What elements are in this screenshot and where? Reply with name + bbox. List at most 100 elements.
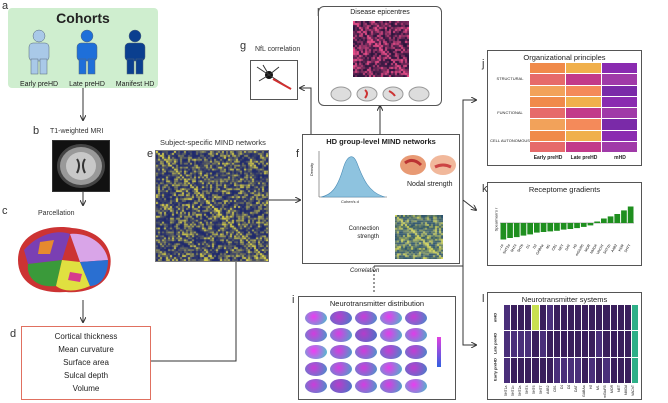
org-cell [602,85,637,96]
nts-col-label: VAChT [630,385,635,397]
ntd-title: Neurotransmitter distribution [329,299,425,308]
receptome-tick-label: 5HT6 [517,243,525,252]
ntd-brain [330,328,352,342]
receptome-bar [614,214,621,223]
org-cell [530,96,565,107]
panel-label-b: b [33,125,40,137]
epicentres-box: Disease epicentres [318,6,442,106]
nts-cell [560,331,567,357]
ntd-brain [380,328,402,342]
mri-image [52,140,110,192]
receptome-bar [560,223,567,230]
nts-col-label: M1 [595,385,600,390]
ntd-brain [330,311,352,325]
panel-label-c: c [2,205,8,217]
nts-cell [610,305,617,331]
nodal-label: Nodal strength [407,181,453,188]
org-cell [602,96,637,107]
receptome-bar [607,216,614,223]
org-row-label: CELL AUTONOMOUS [490,137,530,143]
nts-row-label: Late preHD [492,332,498,355]
org-cell [566,63,601,74]
nts-col-label: NET [616,385,621,392]
receptome-tick-label: 5HT1a [500,243,504,254]
ntd-brain [330,379,352,393]
nts-cell [532,305,539,331]
nts-cell [504,331,511,357]
org-cell [530,74,565,85]
receptome-title: Receptome gradients [528,185,601,194]
cohort-2: Manifest HD [112,28,158,88]
org-cell [566,119,601,130]
receptome-bar [554,223,560,231]
nts-col-label: MOR [609,385,614,394]
receptome-tick-label: 5HT4 [510,243,518,252]
nts-cell [546,305,553,331]
receptome-bar [567,223,574,229]
receptome-tick-label: D2 [532,243,538,249]
parcellation-title: Parcellation [38,210,75,217]
receptome-box: Receptome gradients Spearman's r 5HT1a 5H… [487,182,642,266]
receptome-ylabel: Spearman's r [493,207,499,232]
org-cell [566,96,601,107]
nts-col-label: NMDA [623,385,628,396]
ntd-brain [405,328,427,342]
org-cell [566,74,601,85]
nts-cell [532,357,539,383]
nfl-box [250,60,298,100]
ntd-brain [305,311,327,325]
receptome-bar [507,223,513,238]
panel-label-f: f [296,148,300,160]
ntd-brain [380,362,402,376]
nts-cell [525,305,532,331]
org-cell [530,130,565,141]
receptome-tick-label: MOR [584,243,592,252]
receptome-tick-label: D1 [525,243,531,249]
nodal-brains [400,155,456,175]
nts-cell [575,305,582,331]
density-plot [318,151,387,198]
ntd-brain [355,345,377,359]
nts-cell [589,305,596,331]
receptome-tick-label: GABAa [535,243,544,255]
feature-item: Volume [72,384,100,393]
panel-label-k: k [482,183,488,195]
nts-cell [546,357,553,383]
receptome-tick-label: NMDA [589,243,598,255]
panel-label-l: l [482,293,485,305]
nts-cell [617,305,624,331]
nts-cell [589,357,596,383]
nts-col-label: DAT [574,385,579,392]
receptome-tick-label: 5HT1b [603,243,612,254]
nts-cell [582,305,589,331]
epicentre-brains [330,86,430,102]
ntd-brain [380,345,402,359]
nts-cell [511,357,518,383]
ntd-brain [330,362,352,376]
receptome-bar [527,223,533,235]
receptome-bar [627,206,634,223]
person-icon [76,29,98,75]
cohorts-panel: Cohorts Early preHD Late preHD Manifest … [8,8,158,88]
receptome-bar [547,223,554,232]
ntd-brain [380,311,402,325]
org-cell [566,85,601,96]
nts-cell [553,357,560,383]
panel-label-d: d [10,328,17,340]
org-title: Organizational principles [523,53,606,62]
receptome-bar [513,223,520,238]
nts-cell [504,357,511,383]
ntd-brain [355,379,377,393]
nts-cell [617,357,624,383]
feature-item: Surface area [63,358,109,367]
receptome-bar [594,221,600,223]
nts-cell [596,305,603,331]
cohort-label: Manifest HD [115,81,155,88]
nts-cell [567,305,575,331]
ntd-brain [330,345,352,359]
nts-cell [610,357,617,383]
nts-cell [610,331,617,357]
ntd-box: Neurotransmitter distribution [298,296,456,400]
